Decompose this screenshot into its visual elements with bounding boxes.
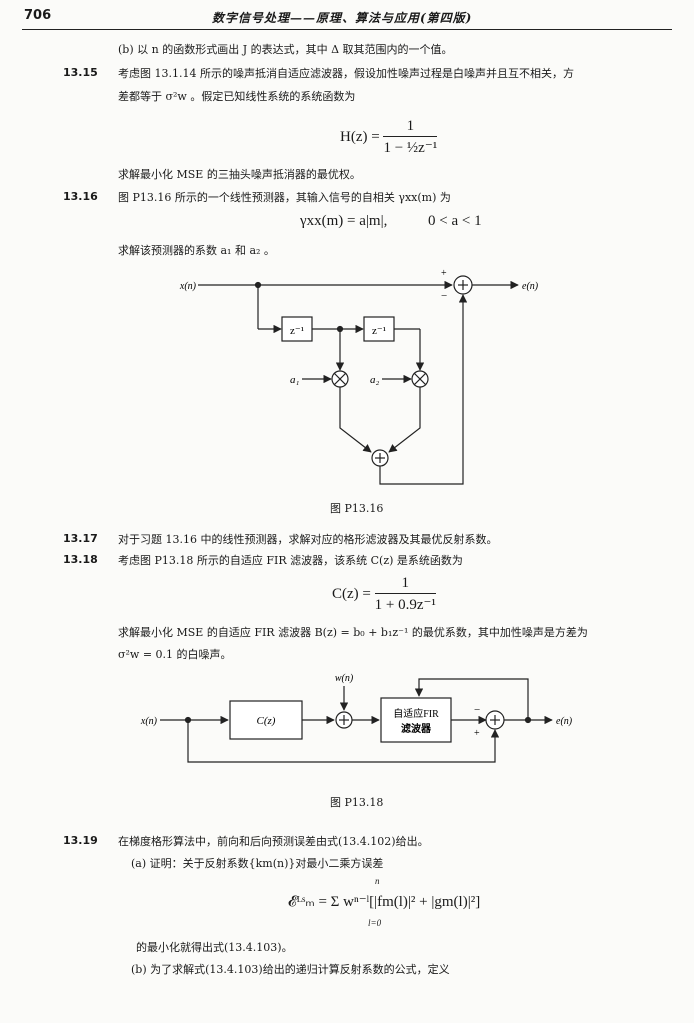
fig18-noise-label: w(n) bbox=[335, 673, 354, 684]
equation-h-z-lhs: H(z) = bbox=[340, 128, 380, 145]
fig18-fir-label-1: 自适应FIR bbox=[393, 707, 439, 720]
problem-number-13-18: 13.18 bbox=[63, 553, 98, 566]
problem-number-13-16: 13.16 bbox=[63, 190, 98, 203]
fig16-minus-sign: − bbox=[441, 290, 447, 302]
fig16-delay-label-2: z⁻¹ bbox=[372, 325, 386, 337]
sum-upper-limit: n bbox=[375, 876, 380, 886]
problem-13-17-line1: 对于习题 13.16 中的线性预测器，求解对应的格形滤波器及其最优反射系数。 bbox=[118, 533, 498, 546]
problem-13-19-part-a-end: 的最小化就得出式(13.4.103)。 bbox=[136, 941, 293, 954]
problem-number-13-19: 13.19 bbox=[63, 834, 98, 847]
figure-p13-16: x(n) e(n) z⁻¹ z⁻¹ a₁ a₂ + − bbox=[179, 268, 539, 485]
equation-gamma: γxx(m) = a|m|, bbox=[300, 213, 388, 229]
figure-caption-p13-16: 图 P13.16 bbox=[330, 502, 384, 515]
fig16-coef-a2: a₂ bbox=[370, 374, 380, 386]
problem-number-13-15: 13.15 bbox=[63, 66, 98, 79]
problem-13-16-line1: 图 P13.16 所示的一个线性预测器，其输入信号的自相关 γxx(m) 为 bbox=[118, 191, 451, 204]
page-number: 706 bbox=[24, 8, 52, 23]
running-header-title: 数字信号处理——原理、算法与应用(第四版) bbox=[212, 11, 473, 25]
delay-block-2 bbox=[363, 316, 395, 342]
equation-c-z-numerator: 1 bbox=[374, 575, 436, 594]
problem-13-19-part-b: (b) 为了求解式(13.4.103)给出的递归计算反射系数的公式，定义 bbox=[131, 963, 450, 976]
equation-c-z: C(z) = 1 1 + 0.9z⁻¹ bbox=[332, 575, 436, 614]
fig16-coef-a1: a₁ bbox=[290, 374, 300, 386]
problem-13-15-line1: 考虑图 13.1.14 所示的噪声抵消自适应滤波器，假设加性噪声过程是白噪声并且… bbox=[118, 67, 574, 80]
equation-c-z-fraction: 1 1 + 0.9z⁻¹ bbox=[374, 575, 436, 614]
figure-caption-p13-18: 图 P13.18 bbox=[330, 796, 384, 809]
equation-gamma-condition: 0 < a < 1 bbox=[428, 213, 482, 229]
problem-b-continuation: (b) 以 n 的函数形式画出 J 的表达式，其中 Δ 取其范围内的一个值。 bbox=[118, 43, 453, 56]
equation-h-z: H(z) = 1 1 − ½z⁻¹ bbox=[340, 118, 438, 157]
sum-lower-limit: l=0 bbox=[368, 918, 382, 928]
problem-13-18-line1: 考虑图 P13.18 所示的自适应 FIR 滤波器，该系统 C(z) 是系统函数… bbox=[118, 554, 463, 567]
equation-h-z-denominator: 1 − ½z⁻¹ bbox=[383, 140, 438, 156]
problem-13-18-line3: σ²w = 0.1 的白噪声。 bbox=[118, 648, 232, 661]
problem-13-16-line2: 求解该预测器的系数 a₁ 和 a₂ 。 bbox=[118, 244, 275, 257]
equation-c-z-lhs: C(z) = bbox=[332, 585, 371, 602]
fig18-block-c-label: C(z) bbox=[257, 715, 276, 727]
fig18-output-label: e(n) bbox=[556, 716, 573, 727]
problem-13-19-part-a: (a) 证明：关于反射系数{km(n)}对最小二乘方误差 bbox=[131, 857, 384, 870]
equation-h-z-fraction: 1 1 − ½z⁻¹ bbox=[383, 118, 438, 157]
problem-number-13-17: 13.17 bbox=[63, 532, 98, 545]
fig18-input-label: x(n) bbox=[140, 716, 158, 727]
equation-c-z-denominator: 1 + 0.9z⁻¹ bbox=[374, 597, 436, 613]
fig18-plus-sign: + bbox=[474, 728, 480, 739]
fig18-fir-label-2: 滤波器 bbox=[401, 722, 432, 735]
equation-h-z-numerator: 1 bbox=[383, 118, 438, 137]
problem-13-18-line2: 求解最小化 MSE 的自适应 FIR 滤波器 B(z) = b₀ + b₁z⁻¹… bbox=[118, 626, 588, 639]
equation-ls-error: 𝓔ᴸˢₘ = Σ wⁿ⁻ˡ[|fm(l)|² + |gm(l)|²] bbox=[288, 894, 481, 910]
fig16-plus-sign: + bbox=[441, 268, 447, 279]
problem-13-15-line2: 差都等于 σ²w 。假定已知线性系统的系统函数为 bbox=[118, 90, 356, 103]
figure-p13-18: x(n) w(n) e(n) C(z) 自适应FIR 滤波器 − + bbox=[140, 673, 573, 763]
fig16-input-label: x(n) bbox=[179, 281, 197, 292]
fig16-output-label: e(n) bbox=[522, 281, 539, 292]
problem-13-19-line1: 在梯度格形算法中，前向和后向预测误差由式(13.4.102)给出。 bbox=[118, 835, 429, 848]
header-rule bbox=[22, 29, 672, 30]
problem-13-15-line3: 求解最小化 MSE 的三抽头噪声抵消器的最优权。 bbox=[118, 168, 361, 181]
fig16-delay-label-1: z⁻¹ bbox=[290, 325, 304, 337]
delay-block-1 bbox=[281, 316, 313, 342]
block-adaptive-fir bbox=[380, 697, 452, 743]
fig18-minus-sign: − bbox=[474, 704, 480, 716]
